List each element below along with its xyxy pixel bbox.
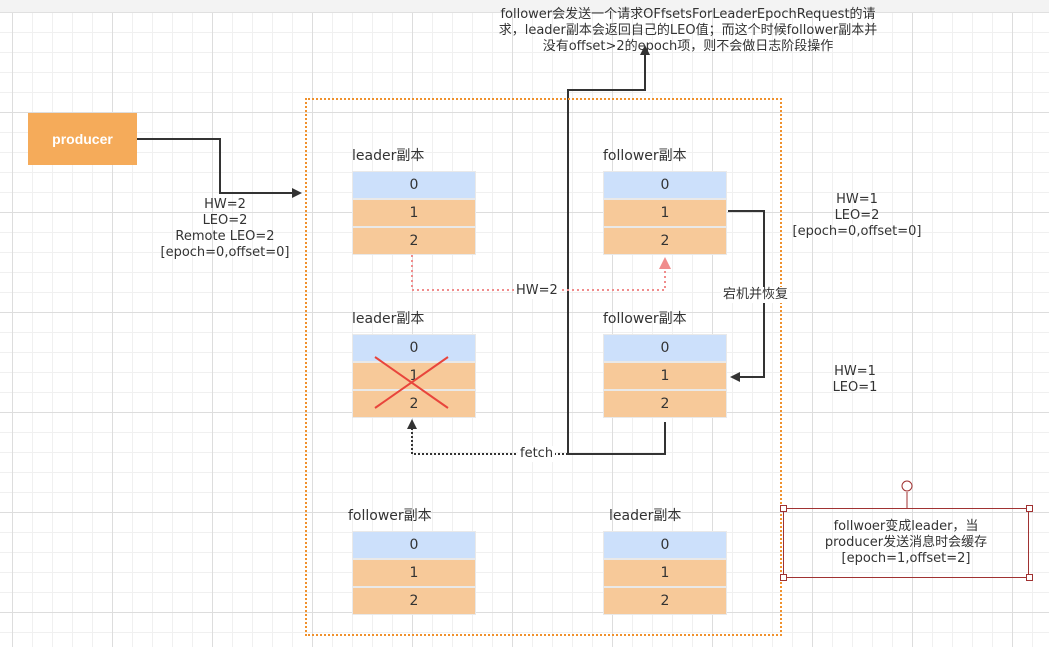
log-cell[interactable]: 2 (352, 390, 476, 418)
resize-handle[interactable] (780, 574, 787, 581)
log-cell[interactable]: 2 (603, 390, 727, 418)
stage2-leader-stack[interactable]: leader副本 0 1 2 (352, 311, 476, 418)
callout-line3: [epoch=1,offset=2] (841, 551, 971, 566)
crash-recover-label: 宕机并恢复 (721, 287, 791, 303)
stage2-follower-leo: LEO=1 (832, 380, 878, 395)
log-cell[interactable]: 0 (603, 531, 727, 559)
fetch-arrow (407, 419, 568, 455)
stage2-leader-title: leader副本 (352, 311, 425, 327)
stage3-follower-stack[interactable]: follower副本 0 1 2 (348, 508, 476, 615)
producer-epoch: [epoch=0,offset=0] (160, 245, 290, 260)
resize-handle[interactable] (780, 505, 787, 512)
stage3-leader-stack[interactable]: leader副本 0 1 2 (603, 508, 727, 615)
callout-line2: producer发送消息时会缓存 (824, 535, 988, 550)
stage1-follower-state: HW=1 LEO=2 [epoch=0,offset=0] (772, 192, 942, 240)
callout-text: follwoer变成leader，当 producer发送消息时会缓存 [epo… (786, 519, 1026, 567)
log-cell[interactable]: 0 (352, 531, 476, 559)
callout-line1: follwoer变成leader，当 (833, 519, 979, 534)
producer-hw: HW=2 (204, 197, 246, 212)
canvas-top-ruler (0, 0, 1049, 13)
log-cell[interactable]: 2 (603, 587, 727, 615)
log-cell[interactable]: 2 (352, 587, 476, 615)
stage2-follower-title: follower副本 (603, 311, 687, 327)
producer-node[interactable]: producer (28, 113, 137, 165)
replica-group-box (305, 98, 782, 636)
log-cell[interactable]: 0 (352, 171, 476, 199)
callout-rotate-handle[interactable] (901, 480, 913, 492)
header-note: follower会发送一个请求OFfsetsForLeaderEpochRequ… (438, 7, 938, 55)
stage3-follower-title: follower副本 (348, 508, 432, 524)
log-cell[interactable]: 2 (352, 227, 476, 255)
stage1-follower-title: follower副本 (603, 148, 687, 164)
stage1-follower-leo: LEO=2 (834, 208, 880, 223)
header-note-line2: 求，leader副本会返回自己的LEO值；而这个时候follower副本并 (498, 23, 878, 38)
log-cell[interactable]: 1 (603, 199, 727, 227)
header-note-line1: follower会发送一个请求OFfsetsForLeaderEpochRequ… (500, 7, 876, 22)
producer-leo: LEO=2 (202, 213, 248, 228)
stage1-leader-stack[interactable]: leader副本 0 1 2 (352, 148, 476, 255)
producer-remote-leo: Remote LEO=2 (175, 229, 275, 244)
stage1-leader-title: leader副本 (352, 148, 425, 164)
stage2-follower-stack[interactable]: follower副本 0 1 2 (603, 311, 727, 418)
log-cell[interactable]: 0 (603, 334, 727, 362)
resize-handle[interactable] (1026, 505, 1033, 512)
log-cell[interactable]: 0 (603, 171, 727, 199)
stage2-follower-hw: HW=1 (834, 364, 876, 379)
log-cell[interactable]: 1 (352, 199, 476, 227)
stage3-leader-title: leader副本 (609, 508, 682, 524)
producer-state-text: HW=2 LEO=2 Remote LEO=2 [epoch=0,offset=… (150, 197, 300, 261)
fetch-label: fetch (518, 446, 556, 462)
stage1-follower-stack[interactable]: follower副本 0 1 2 (603, 148, 727, 255)
header-note-line3: 没有offset>2的epoch项，则不会做日志阶段操作 (542, 39, 834, 54)
log-cell[interactable]: 1 (352, 559, 476, 587)
stage1-follower-epoch: [epoch=0,offset=0] (792, 224, 922, 239)
callout-box[interactable] (783, 508, 1029, 578)
log-cell[interactable]: 0 (352, 334, 476, 362)
log-cell[interactable]: 2 (603, 227, 727, 255)
producer-label: producer (52, 131, 113, 147)
resize-handle[interactable] (1026, 574, 1033, 581)
log-cell[interactable]: 1 (603, 362, 727, 390)
stage2-follower-state: HW=1 LEO=1 (800, 364, 910, 396)
hw-sync-label: HW=2 (514, 283, 560, 299)
log-cell[interactable]: 1 (352, 362, 476, 390)
log-cell[interactable]: 1 (603, 559, 727, 587)
producer-arrow (137, 138, 302, 198)
stage1-follower-hw: HW=1 (836, 192, 878, 207)
epoch-request-arrow (567, 45, 666, 455)
